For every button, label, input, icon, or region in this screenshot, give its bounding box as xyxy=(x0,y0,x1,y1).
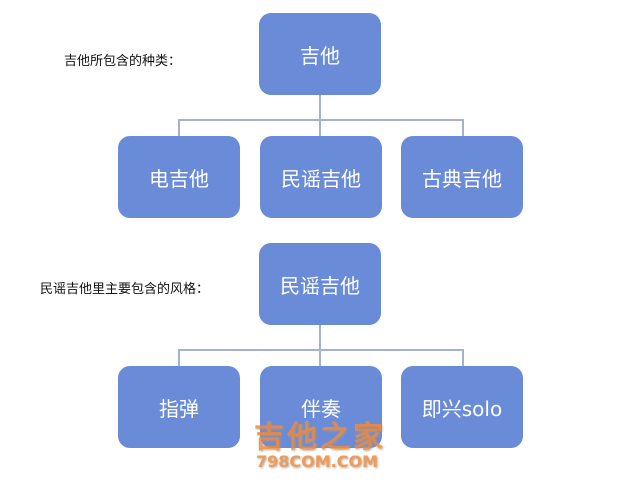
caption-guitar-types: 吉他所包含的种类： xyxy=(64,54,182,69)
node-fingerstyle: 指弹 xyxy=(118,366,240,448)
watermark-title: 吉他之家 xyxy=(254,420,386,455)
connector xyxy=(319,119,321,136)
connector xyxy=(178,119,464,121)
connector xyxy=(319,349,321,366)
node-root-folk-guitar: 民谣吉他 xyxy=(259,243,381,325)
connector xyxy=(319,325,321,350)
connector xyxy=(319,95,321,120)
node-accompaniment: 伴奏 xyxy=(260,366,382,448)
connector xyxy=(178,119,180,136)
connector xyxy=(178,349,180,366)
node-folk-guitar: 民谣吉他 xyxy=(260,136,382,218)
connector xyxy=(462,119,464,136)
connector xyxy=(462,349,464,366)
node-electric-guitar: 电吉他 xyxy=(118,136,240,218)
watermark-site: 798COM.COM xyxy=(256,452,379,471)
node-classical-guitar: 古典吉他 xyxy=(401,136,523,218)
node-improv-solo: 即兴solo xyxy=(401,366,523,448)
caption-folk-styles: 民谣吉他里主要包含的风格： xyxy=(40,282,210,297)
node-root-guitar: 吉他 xyxy=(259,13,381,95)
connector xyxy=(178,349,464,351)
